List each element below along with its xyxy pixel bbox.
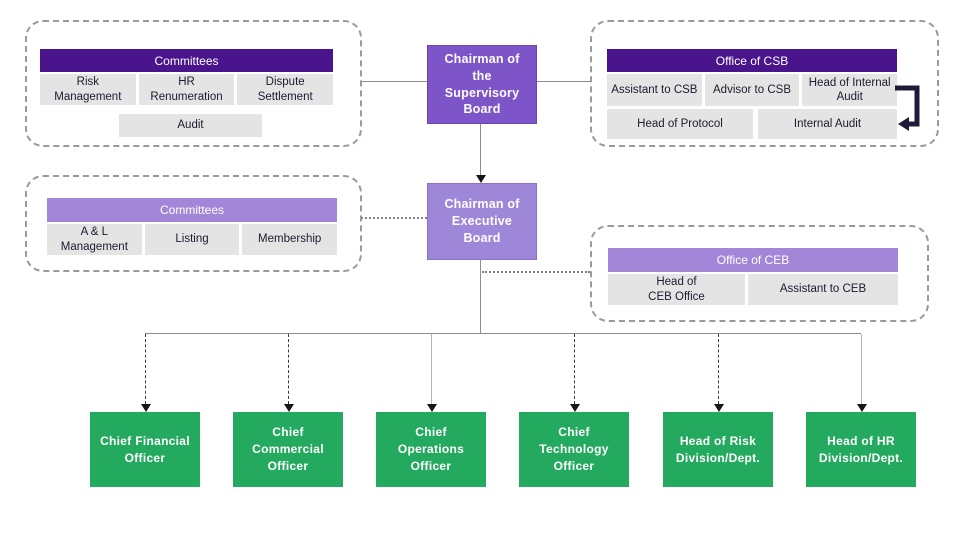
node-head-of-risk-division: Head of Risk Division/Dept. — [663, 412, 773, 487]
cell-assistant-to-csb: Assistant to CSB — [607, 74, 702, 106]
cell-membership: Membership — [242, 224, 338, 255]
office-ceb-header: Office of CEB — [608, 248, 898, 272]
connector-sb-to-committees — [358, 81, 427, 82]
office-csb-row1: Assistant to CSB Advisor to CSB Head of … — [607, 74, 898, 106]
node-chairman-executive-board: Chairman of Executive Board — [427, 183, 537, 260]
connector-sb-to-office-csb — [535, 81, 590, 82]
node-chief-operations-officer: Chief Operations Officer — [376, 412, 486, 487]
connector-sb-to-eb — [480, 122, 481, 178]
arrowhead-coo — [427, 404, 437, 412]
dotted-connector-eb-to-office-ceb — [482, 271, 590, 273]
drop-line-cfo — [145, 334, 146, 404]
cell-head-of-ceb-office: Head of CEB Office — [608, 274, 745, 305]
node-head-of-hr-division: Head of HR Division/Dept. — [806, 412, 916, 487]
group-office-ceb: Office of CEB Head of CEB Office Assista… — [590, 225, 929, 322]
elbow-arrow-internal-audit — [895, 85, 920, 131]
committees-sb-row: Risk Management HR Renumeration Dispute … — [40, 74, 334, 105]
arrowhead-into-eb — [476, 175, 486, 183]
arrowhead-hr — [857, 404, 867, 412]
arrowhead-cco — [284, 404, 294, 412]
cell-audit: Audit — [119, 114, 262, 137]
cell-listing: Listing — [144, 224, 240, 255]
arrowhead-risk — [714, 404, 724, 412]
group-committees-executive: Committees A & L Management Listing Memb… — [25, 175, 362, 272]
cell-risk-management: Risk Management — [40, 74, 136, 105]
cell-dispute-settlement: Dispute Settlement — [237, 74, 334, 105]
cell-internal-audit: Internal Audit — [758, 109, 897, 139]
group-office-csb: Office of CSB Assistant to CSB Advisor t… — [590, 20, 939, 147]
office-csb-header: Office of CSB — [607, 49, 897, 72]
node-chief-financial-officer: Chief Financial Officer — [90, 412, 200, 487]
cell-advisor-to-csb: Advisor to CSB — [704, 74, 800, 106]
cell-hr-renumeration: HR Renumeration — [138, 74, 235, 105]
arrowhead-cfo — [141, 404, 151, 412]
cell-al-management: A & L Management — [47, 224, 142, 255]
drop-line-coo — [431, 334, 432, 404]
arrowhead-cto — [570, 404, 580, 412]
node-chief-commercial-officer: Chief Commercial Officer — [233, 412, 343, 487]
committees-eb-header: Committees — [47, 198, 337, 222]
cell-head-internal-audit: Head of Internal Audit — [802, 74, 898, 106]
drop-line-hr — [861, 334, 862, 404]
drop-line-risk — [718, 334, 719, 404]
connector-eb-trunk — [480, 258, 481, 334]
cell-assistant-to-ceb: Assistant to CEB — [748, 274, 898, 305]
group-committees-supervisory: Committees Risk Management HR Renumerati… — [25, 20, 362, 147]
connector-bottom-rail — [145, 333, 861, 334]
drop-line-cco — [288, 334, 289, 404]
dotted-connector-eb-to-committees — [358, 217, 427, 219]
node-chairman-supervisory-board: Chairman of the Supervisory Board — [427, 45, 537, 124]
node-chief-technology-officer: Chief Technology Officer — [519, 412, 629, 487]
committees-sb-header: Committees — [40, 49, 333, 72]
cell-head-of-protocol: Head of Protocol — [607, 109, 753, 139]
drop-line-cto — [574, 334, 575, 404]
committees-eb-row: A & L Management Listing Membership — [47, 224, 338, 255]
